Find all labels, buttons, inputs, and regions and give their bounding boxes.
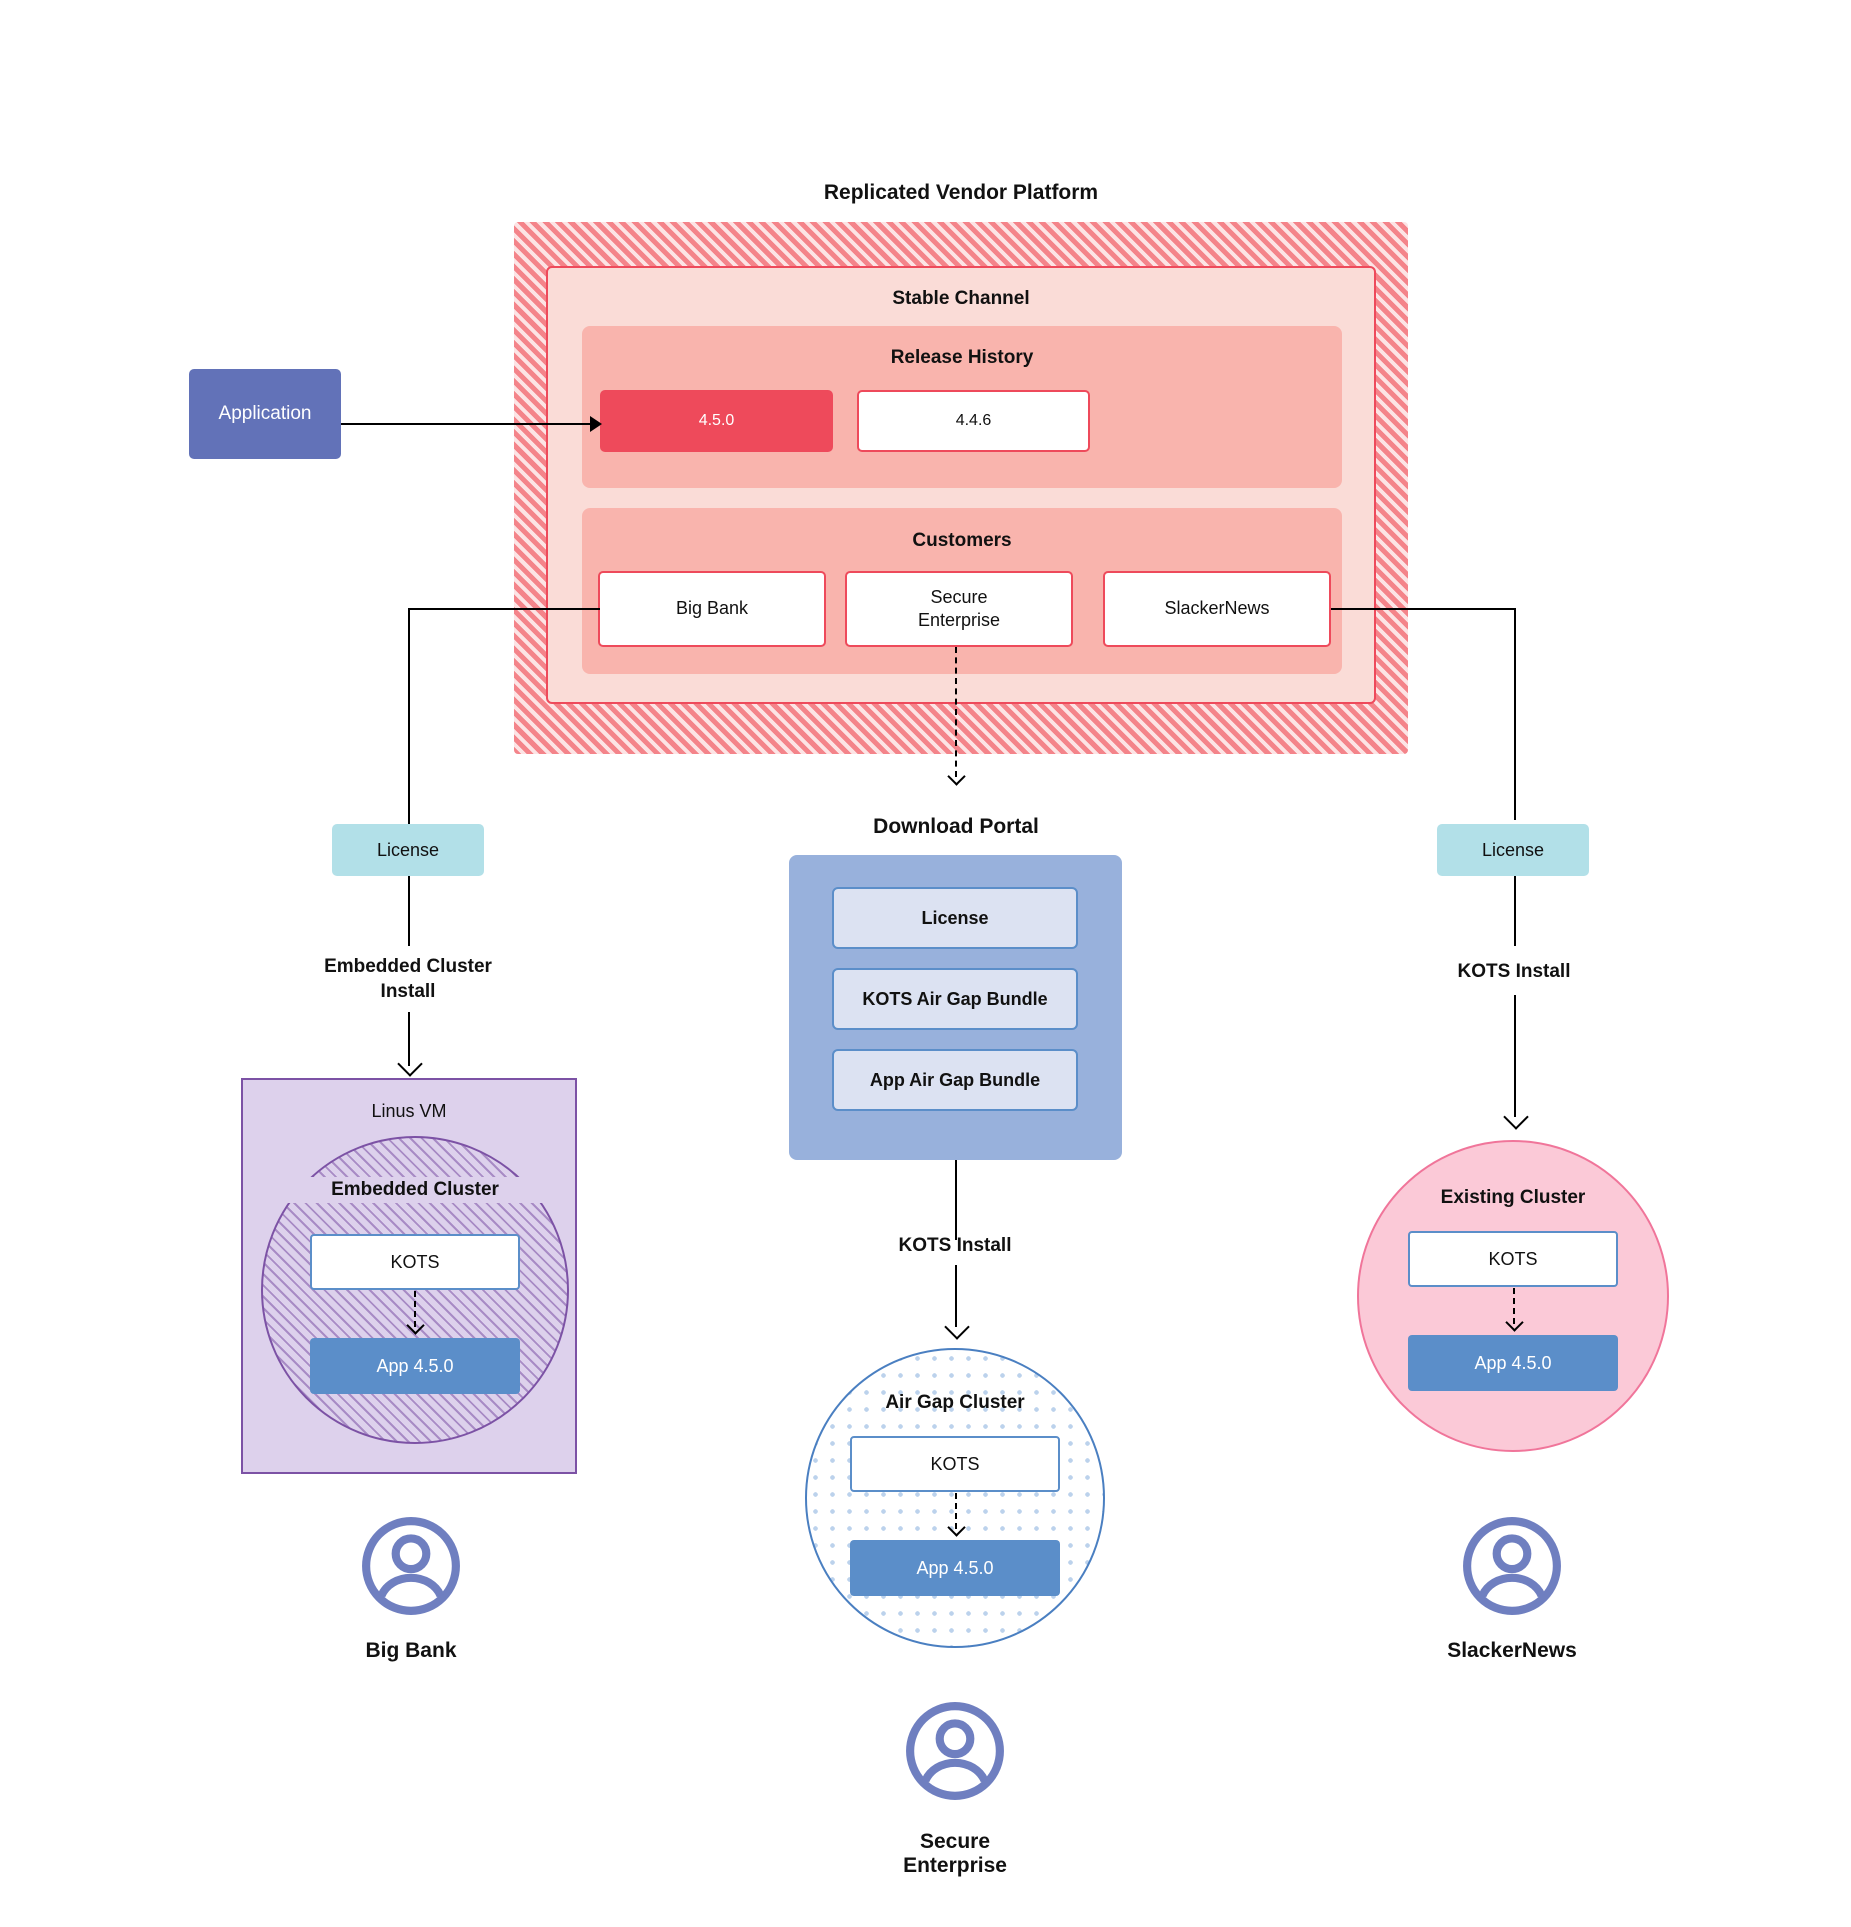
portal-item-kots-air-gap-bundle[interactable]: KOTS Air Gap Bundle bbox=[832, 968, 1078, 1030]
download-portal-title: Download Portal bbox=[873, 815, 1039, 838]
existing-cluster-label: Existing Cluster bbox=[1440, 1186, 1586, 1208]
avatar-big-bank bbox=[360, 1515, 462, 1617]
connector-bigbank-horizontal bbox=[408, 608, 600, 610]
connector-kots-to-app-middle bbox=[955, 1493, 957, 1529]
app-box-left[interactable]: App 4.5.0 bbox=[310, 1338, 520, 1394]
portal-item-app-air-gap-bundle[interactable]: App Air Gap Bundle bbox=[832, 1049, 1078, 1111]
release-history-label: Release History bbox=[890, 347, 1034, 369]
customer-label-slackernews: SlackerNews bbox=[1447, 1639, 1577, 1662]
air-gap-cluster-label: Air Gap Cluster bbox=[885, 1391, 1025, 1413]
release-chip-4-4-6[interactable]: 4.4.6 bbox=[857, 390, 1090, 452]
platform-title: Replicated Vendor Platform bbox=[823, 181, 1099, 204]
app-box-right[interactable]: App 4.5.0 bbox=[1408, 1335, 1618, 1391]
customer-box-big-bank[interactable]: Big Bank bbox=[598, 571, 826, 647]
connector-kots-to-app-right bbox=[1513, 1288, 1515, 1324]
kots-box-middle[interactable]: KOTS bbox=[850, 1436, 1060, 1492]
connector-kots-to-app-left bbox=[414, 1291, 416, 1327]
connector-slackernews-vertical bbox=[1514, 608, 1516, 820]
stable-channel-label: Stable Channel bbox=[892, 288, 1030, 310]
avatar-secure-enterprise bbox=[904, 1700, 1006, 1802]
customer-label-big-bank: Big Bank bbox=[365, 1639, 457, 1662]
license-chip-right[interactable]: License bbox=[1437, 824, 1589, 876]
arrow-application-to-release bbox=[590, 416, 602, 432]
application-box[interactable]: Application bbox=[189, 369, 341, 459]
connector-secure-to-portal bbox=[955, 647, 957, 777]
arrow-left-to-vm bbox=[397, 1051, 423, 1077]
connector-license-left-down bbox=[408, 876, 410, 946]
portal-item-license[interactable]: License bbox=[832, 887, 1078, 949]
connector-portal-down bbox=[955, 1160, 957, 1240]
app-box-middle[interactable]: App 4.5.0 bbox=[850, 1540, 1060, 1596]
arrow-right-to-cluster bbox=[1503, 1104, 1529, 1130]
embedded-cluster-label: Embedded Cluster bbox=[281, 1177, 549, 1203]
avatar-slackernews bbox=[1461, 1515, 1563, 1617]
customer-box-secure-enterprise[interactable]: Secure Enterprise bbox=[845, 571, 1073, 647]
connector-right-to-cluster bbox=[1514, 995, 1516, 1117]
install-label-right: KOTS Install bbox=[1457, 960, 1571, 982]
connector-middle-to-cluster bbox=[955, 1265, 957, 1327]
install-label-middle: KOTS Install bbox=[898, 1234, 1012, 1256]
customer-box-slackernews[interactable]: SlackerNews bbox=[1103, 571, 1331, 647]
connector-license-right-down bbox=[1514, 876, 1516, 946]
connector-application-to-release bbox=[341, 423, 593, 425]
release-chip-4-5-0[interactable]: 4.5.0 bbox=[600, 390, 833, 452]
arrow-secure-to-portal bbox=[947, 767, 966, 786]
connector-slackernews-horizontal bbox=[1331, 608, 1516, 610]
linux-vm-label: Linus VM bbox=[371, 1101, 447, 1122]
customers-label: Customers bbox=[912, 530, 1012, 552]
install-label-left: Embedded Cluster Install bbox=[324, 956, 492, 1002]
kots-box-left[interactable]: KOTS bbox=[310, 1234, 520, 1290]
arrow-middle-to-cluster bbox=[944, 1314, 970, 1340]
customer-label-secure-enterprise: Secure Enterprise bbox=[903, 1830, 1007, 1877]
kots-box-right[interactable]: KOTS bbox=[1408, 1231, 1618, 1287]
connector-bigbank-vertical bbox=[408, 608, 410, 851]
connector-left-to-vm bbox=[408, 1012, 410, 1066]
license-chip-left[interactable]: License bbox=[332, 824, 484, 876]
